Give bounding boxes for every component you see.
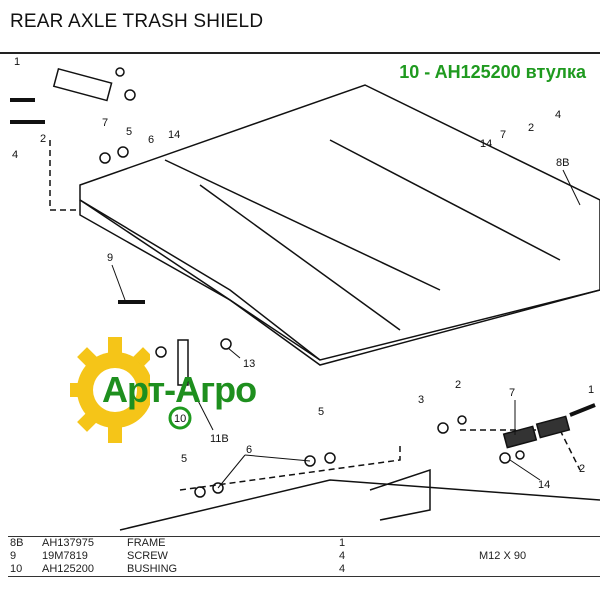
callout: 6 <box>148 134 154 146</box>
callout: 13 <box>243 358 255 370</box>
qty-cell: 1 <box>339 537 346 549</box>
callout: 14 <box>538 479 550 491</box>
callout: 14 <box>480 138 492 150</box>
table-row: 9 19M7819 SCREW 4 M12 X 90 <box>8 550 600 563</box>
qty-cell: 4 <box>339 563 346 575</box>
ref-cell: 9 <box>10 550 17 562</box>
highlight-circle <box>168 406 192 430</box>
callout: 5 <box>318 406 324 418</box>
part-number-cell: AH137975 <box>42 537 94 549</box>
callout: 10 <box>174 413 186 425</box>
note-cell <box>479 563 599 576</box>
gear-logo-icon <box>70 337 150 443</box>
brand-logo-text: Арт-Агро <box>102 369 257 410</box>
callout: 9 <box>107 252 113 264</box>
qty-cell: 4 <box>339 550 346 562</box>
ref-cell: 8B <box>10 537 24 549</box>
callout: 4 <box>12 149 18 161</box>
ref-cell: 10 <box>10 563 23 575</box>
callout: 6 <box>246 444 252 456</box>
callout: 7 <box>509 387 515 399</box>
callout: 1 <box>14 56 20 68</box>
note-cell: M12 X 90 <box>479 550 527 562</box>
callout: 2 <box>455 379 461 391</box>
name-cell: SCREW <box>127 550 168 562</box>
callout: 2 <box>40 133 46 145</box>
highlighted-part-caption: 10 - AH125200 втулка <box>399 62 586 82</box>
parts-table: 8B AH137975 FRAME 1 9 19M7819 SCREW 4 M1… <box>8 536 600 577</box>
table-row: 8B AH137975 FRAME 1 <box>8 537 600 550</box>
name-cell: BUSHING <box>127 563 178 575</box>
callout: 5 <box>126 126 132 138</box>
callout: 8B <box>556 157 569 169</box>
callout-labels: 1 2 7 5 6 14 4 9 13 10 11B 5 6 5 3 2 7 1… <box>12 56 594 491</box>
table-row: 10 AH125200 BUSHING 4 <box>8 563 600 576</box>
name-cell: FRAME <box>127 537 166 549</box>
part-number-cell: 19M7819 <box>42 550 88 562</box>
callout: 2 <box>528 122 534 134</box>
callout: 11B <box>210 433 229 445</box>
note-cell <box>479 537 599 550</box>
callout: 5 <box>181 453 187 465</box>
callout: 3 <box>418 394 424 406</box>
callout: 1 <box>588 384 594 396</box>
page-title: REAR AXLE TRASH SHIELD <box>10 11 264 32</box>
callout: 7 <box>102 117 108 129</box>
callout: 7 <box>500 129 506 141</box>
callout: 14 <box>168 129 180 141</box>
callout: 4 <box>555 109 561 121</box>
part-number-cell: AH125200 <box>42 563 94 575</box>
callout: 2 <box>579 463 585 475</box>
divider <box>0 52 600 54</box>
